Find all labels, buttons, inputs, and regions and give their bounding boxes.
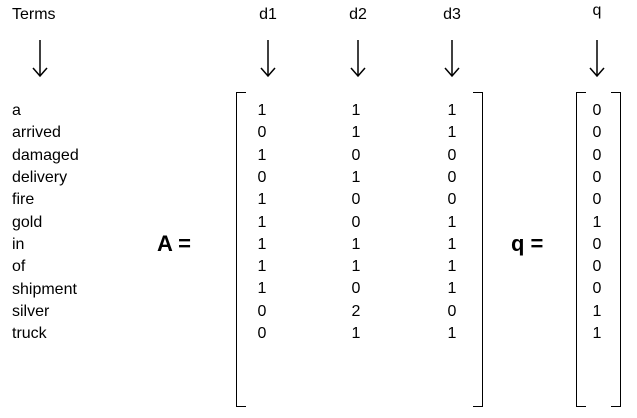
- matrix-a-cell: 1: [447, 102, 457, 119]
- matrix-a-cell: 0: [447, 302, 457, 320]
- matrix-a-cell: 1: [257, 146, 267, 164]
- matrix-a-cell: 0: [447, 168, 457, 186]
- term-label: gold: [12, 214, 43, 231]
- term-label: a: [12, 102, 21, 119]
- matrix-a-cell: 0: [257, 302, 267, 320]
- matrix-a-cell: 0: [257, 124, 267, 142]
- vector-q-cell: 0: [592, 280, 602, 298]
- matrix-a-cell: 0: [257, 168, 267, 186]
- matrix-a-cell: 1: [447, 258, 457, 276]
- matrix-a-cell: 1: [351, 168, 361, 186]
- matrix-a-cell: 2: [351, 302, 361, 320]
- matrix-a-cell: 1: [447, 325, 457, 342]
- term-label: damaged: [12, 147, 79, 164]
- matrix-a-cell: 0: [447, 146, 457, 164]
- matrix-a-label: A =: [157, 231, 192, 256]
- matrix-a-cell: 1: [351, 124, 361, 142]
- vector-q-cell: 0: [592, 191, 602, 209]
- vector-q-cell: 1: [592, 213, 602, 231]
- vector-q-cell: 1: [592, 325, 602, 342]
- matrix-a-cell: 1: [257, 258, 267, 276]
- down-arrow-icon: [260, 40, 276, 78]
- term-label: truck: [12, 325, 47, 342]
- vector-q-cell: 0: [592, 146, 602, 164]
- matrix-a-left-bracket: [236, 92, 246, 407]
- matrix-a-cell: 1: [351, 258, 361, 276]
- matrix-a-cell: 0: [447, 191, 457, 209]
- matrix-a-cell: 1: [447, 124, 457, 142]
- matrix-a-cell: 1: [257, 213, 267, 231]
- d3-header: d3: [443, 6, 461, 23]
- d1-header: d1: [259, 6, 277, 23]
- term-label: in: [12, 236, 25, 253]
- vector-q-right-bracket: [611, 92, 621, 407]
- term-label: fire: [12, 191, 35, 208]
- matrix-a-cell: 1: [257, 102, 267, 119]
- vector-q-cell: 0: [592, 258, 602, 276]
- vector-q-cell: 0: [592, 124, 602, 142]
- matrix-a-cell: 0: [351, 146, 361, 164]
- q-header: q: [592, 2, 602, 19]
- vector-q-cell: 0: [592, 168, 602, 186]
- vector-q-cell: 0: [592, 102, 602, 119]
- down-arrow-icon: [350, 40, 366, 78]
- vector-q-cell: 1: [592, 302, 602, 320]
- down-arrow-icon: [589, 40, 605, 78]
- term-label: delivery: [12, 169, 68, 186]
- matrix-a-cell: 0: [257, 325, 267, 342]
- matrix-a-cell: 1: [447, 235, 457, 253]
- matrix-a-right-bracket: [473, 92, 483, 407]
- matrix-a-cell: 1: [257, 280, 267, 298]
- vector-q-left-bracket: [576, 92, 586, 407]
- term-label: silver: [12, 303, 50, 320]
- matrix-a-cell: 1: [447, 213, 457, 231]
- matrix-a-cell: 1: [257, 191, 267, 209]
- matrix-a-cell: 1: [257, 235, 267, 253]
- down-arrow-icon: [32, 40, 48, 78]
- matrix-a-cell: 1: [447, 280, 457, 298]
- term-label: arrived: [12, 124, 61, 141]
- matrix-a-cell: 1: [351, 325, 361, 342]
- matrix-a-cell: 0: [351, 280, 361, 298]
- vector-q-cell: 0: [592, 235, 602, 253]
- d2-header: d2: [349, 6, 367, 23]
- matrix-a-cell: 0: [351, 213, 361, 231]
- matrix-a-cell: 0: [351, 191, 361, 209]
- term-label: of: [12, 258, 26, 275]
- terms-header: Terms: [12, 6, 56, 23]
- term-label: shipment: [12, 281, 77, 298]
- down-arrow-icon: [444, 40, 460, 78]
- matrix-a-cell: 1: [351, 102, 361, 119]
- vector-q-label: q =: [511, 231, 544, 256]
- matrix-a-cell: 1: [351, 235, 361, 253]
